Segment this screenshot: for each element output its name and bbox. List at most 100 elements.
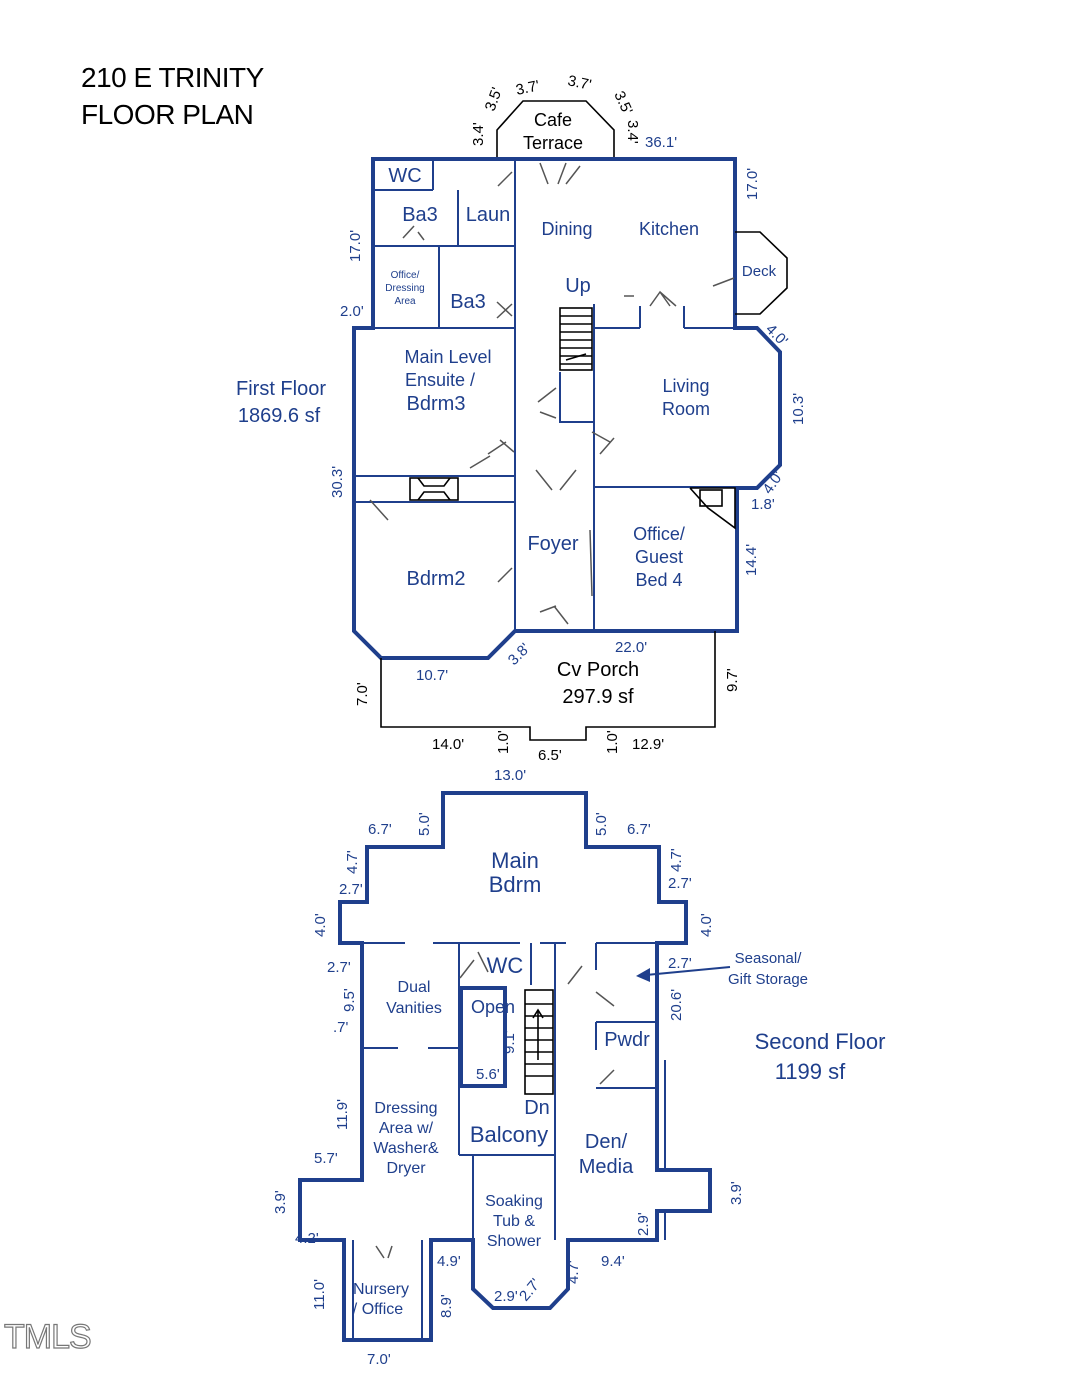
porch-outline	[380, 631, 716, 741]
dim-label: 5.6'	[476, 1066, 500, 1083]
plan-title-line1: 210 E TRINITY	[81, 62, 264, 93]
dim-label: 5.0'	[593, 812, 610, 836]
dim-label: 3.7'	[514, 77, 541, 99]
room-label-soak-3: Shower	[487, 1233, 542, 1250]
dim-label: 4.0'	[312, 913, 329, 937]
room-label-living-1: Living	[662, 376, 709, 396]
room-label-den-1: Den/	[585, 1131, 628, 1153]
room-label-cafe: Cafe	[534, 110, 572, 130]
dim-label: 11.0'	[311, 1279, 328, 1310]
room-label-foyer: Foyer	[527, 533, 578, 555]
dim-label: 30.3'	[329, 466, 346, 498]
room-label-bdrm2: Bdrm2	[407, 568, 466, 590]
room-label-office-guest-2: Guest	[635, 547, 683, 567]
room-label-laundry: Laun	[466, 204, 511, 226]
dim-label: 7.0'	[354, 682, 371, 706]
room-label-dressing-1: Dressing	[374, 1100, 437, 1117]
dim-label: 14.4'	[743, 544, 760, 576]
dim-label: 4.7'	[565, 1260, 582, 1284]
room-label-soak-1: Soaking	[485, 1193, 543, 1210]
second-floor-exterior-walls	[298, 791, 712, 1342]
dim-label: 6.7'	[368, 821, 392, 838]
room-label-ba3-bottom: Ba3	[450, 291, 486, 313]
dim-label: 1.0'	[604, 730, 621, 754]
room-label-nursery-2: / Office	[353, 1301, 403, 1318]
dim-label: 7.0'	[367, 1351, 391, 1368]
dim-label: 17.0'	[744, 168, 761, 200]
dim-label: 3.4'	[624, 120, 641, 144]
room-label-up: Up	[565, 275, 591, 297]
dim-label: 9.1'	[501, 1030, 518, 1054]
dim-label: 1.8'	[751, 496, 775, 513]
first-floor-interior-walls	[354, 159, 737, 631]
room-label-ensuite-3: Bdrm3	[407, 393, 466, 415]
room-label-dressing-3: Washer&	[373, 1140, 439, 1157]
room-label-down: Dn	[524, 1097, 550, 1119]
cafe-terrace-outline	[496, 100, 615, 158]
dim-label: 2.7'	[339, 881, 363, 898]
room-label-main-1: Main	[491, 848, 539, 873]
dim-label: 14.0'	[432, 736, 464, 753]
room-label-office-guest-1: Office/	[633, 524, 685, 544]
dim-label: 36.1'	[645, 134, 677, 151]
room-label-office-dressing-2: Dressing	[385, 283, 424, 294]
room-label-porch-area: 297.9 sf	[562, 686, 634, 708]
first-floor-exterior-walls	[352, 157, 782, 660]
dim-label: 13.0'	[494, 767, 526, 784]
dim-label: 9.4'	[601, 1253, 625, 1270]
dim-label: 4.2'	[295, 1230, 319, 1247]
room-label-pwdr: Pwdr	[604, 1029, 650, 1051]
dim-label: 6.5'	[538, 747, 562, 764]
deck-outline	[735, 231, 788, 315]
room-label-deck: Deck	[742, 263, 777, 280]
dim-label: .7'	[333, 1019, 349, 1036]
room-label-balcony: Balcony	[470, 1122, 548, 1147]
dim-label: 11.9'	[334, 1099, 351, 1130]
first-floor-area: 1869.6 sf	[238, 405, 321, 427]
room-label-seasonal-2: Gift Storage	[728, 971, 808, 988]
room-label-office-dressing-1: Office/	[391, 270, 420, 281]
dim-label: 2.7'	[668, 955, 692, 972]
room-label-kitchen: Kitchen	[639, 219, 699, 239]
dim-label: 12.9'	[632, 736, 664, 753]
dim-label: 2.7'	[668, 875, 692, 892]
dim-label: 4.0'	[698, 913, 715, 937]
dim-label: 17.0'	[347, 230, 364, 262]
dim-label: 6.7'	[627, 821, 651, 838]
door-swing-icons	[369, 162, 735, 625]
dim-label: 4.7'	[668, 848, 685, 872]
dim-label: 3.5'	[610, 89, 635, 118]
dim-label: 3.9'	[728, 1181, 745, 1205]
first-floor-label: First Floor	[236, 378, 326, 400]
room-label-den-2: Media	[579, 1156, 634, 1178]
stair-icon	[524, 989, 554, 1095]
dim-label: 22.0'	[615, 639, 647, 656]
dim-label: 4.0'	[759, 468, 787, 497]
room-label-open: Open	[471, 997, 515, 1017]
room-label-terrace: Terrace	[523, 133, 583, 153]
room-label-office-dressing-3: Area	[394, 296, 416, 307]
dim-label: 10.7'	[416, 667, 448, 684]
room-label-soak-2: Tub &	[493, 1213, 535, 1230]
door-swing-icons	[375, 951, 615, 1259]
dim-label: 3.4'	[470, 122, 487, 146]
stair-icon	[559, 307, 594, 423]
dim-label: 9.7'	[724, 668, 741, 692]
fireplace-icons	[409, 477, 736, 530]
mls-watermark: TMLS	[3, 1317, 92, 1356]
dim-label: 20.6'	[668, 989, 685, 1021]
dim-label: 5.0'	[416, 812, 433, 836]
arrow-head-icon	[636, 968, 650, 982]
dim-label: 10.3'	[790, 393, 807, 425]
room-label-nursery-1: Nursery	[353, 1281, 409, 1298]
dim-label: 4.7'	[344, 850, 361, 874]
second-floor-area: 1199 sf	[775, 1059, 846, 1084]
room-label-seasonal-1: Seasonal/	[735, 950, 803, 967]
dim-label: 3.5'	[482, 85, 506, 113]
room-label-wc: WC	[487, 953, 524, 978]
second-floor: Main Bdrm WC Dual Vanities Open Seasonal…	[272, 767, 885, 1368]
dim-label: 2.7'	[327, 959, 351, 976]
dim-label: 2.9'	[494, 1288, 518, 1305]
room-label-vanities-1: Dual	[398, 979, 431, 996]
